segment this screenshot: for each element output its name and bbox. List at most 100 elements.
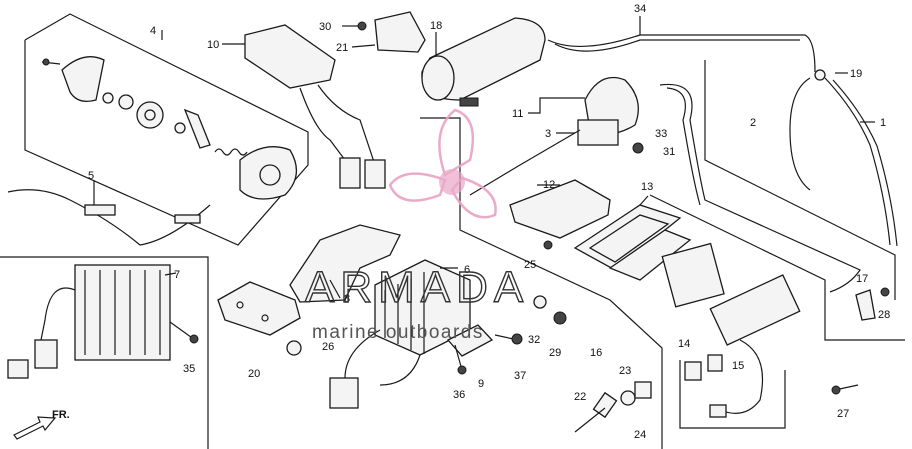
callout-9: 9: [478, 378, 484, 390]
switch-14: [684, 361, 702, 381]
cable-end: [174, 214, 201, 224]
cable-sleeve: [84, 204, 116, 216]
clamp-9: [446, 324, 494, 357]
hose-2b: [666, 87, 701, 206]
harness-6b: [379, 354, 421, 386]
hose-1: [824, 77, 891, 246]
fasteners: [169, 287, 890, 433]
callout-4: 4: [150, 25, 156, 37]
grommet-26: [286, 340, 302, 356]
gasket: [608, 229, 692, 281]
leader-lines: [93, 16, 875, 299]
direction-indicator: FR.: [13, 409, 70, 440]
panel-13-inner: [588, 214, 670, 263]
washer-4a: [102, 92, 114, 104]
connector-7: [34, 339, 58, 369]
part-bracket-8: [289, 224, 401, 303]
connector-16: [709, 404, 727, 418]
outline-group-16: [420, 117, 663, 449]
plug-10b: [364, 159, 386, 189]
harness-6: [344, 329, 381, 379]
cap-15: [707, 354, 723, 372]
connector-6: [329, 377, 359, 409]
callout-35: 35: [183, 363, 195, 375]
clip-17: [855, 289, 876, 321]
bracket-21: [374, 11, 426, 53]
callout-24: 24: [634, 429, 646, 441]
washer-4b: [118, 94, 134, 110]
part-canister-18: [421, 17, 546, 107]
harness-7: [39, 287, 76, 346]
washer-4c: [174, 122, 186, 134]
bolt-28: [880, 287, 890, 297]
motor-shaft: [259, 164, 281, 186]
callout-5: 5: [88, 170, 94, 182]
part-bracket-21: [357, 11, 426, 53]
nut-30: [357, 21, 367, 31]
callout-2: 2: [750, 117, 756, 129]
rod-3: [469, 129, 581, 196]
bracket-8: [289, 224, 401, 303]
callout-18: 18: [430, 20, 442, 32]
pin-22: [592, 391, 618, 419]
callout-36: 36: [453, 389, 465, 401]
callout-29: 29: [549, 347, 561, 359]
hose-1b: [832, 79, 898, 247]
group-outlines: [0, 13, 905, 449]
callout-17: 17: [856, 273, 868, 285]
callout-37: 37: [514, 370, 526, 382]
callout-20: 20: [248, 368, 260, 380]
callout-labels: 4 10 30 21 18 34 19 11 2 1 3 33 31 5 12 …: [88, 3, 890, 441]
bracket-20: [217, 281, 301, 336]
bolt-25: [543, 240, 553, 250]
hose-1a: [789, 77, 811, 191]
part-regulator-7: [7, 264, 171, 379]
direction-label: FR.: [52, 409, 70, 421]
callout-6: 6: [464, 264, 470, 276]
watermark-tagline: marine outboards: [312, 322, 484, 343]
hose-34: [547, 34, 816, 73]
part-panel-13: [573, 204, 692, 281]
outline-group-2: [704, 60, 896, 300]
callout-10: 10: [207, 39, 219, 51]
callout-11: 11: [512, 108, 523, 120]
pulley-hub: [144, 109, 156, 121]
part-unit-10: [244, 24, 386, 189]
fr-arrow-icon: [13, 416, 57, 440]
part-bracket-20: [217, 281, 301, 336]
outline-group-13: [649, 194, 905, 341]
outline-group-4: [24, 13, 309, 246]
propeller-logo-icon: [388, 108, 497, 219]
nut-33: [632, 142, 644, 154]
callout-23: 23: [619, 365, 631, 377]
solenoid-base: [709, 274, 801, 346]
callout-13: 13: [641, 181, 653, 193]
callout-12: 12: [543, 179, 555, 191]
callout-7: 7: [174, 269, 180, 281]
part-group-4: [41, 56, 297, 200]
nut-29: [553, 311, 567, 325]
outline-group-7: [0, 256, 209, 449]
wires-10: [299, 87, 346, 161]
callout-31: 31: [663, 146, 675, 158]
callout-22: 22: [574, 391, 586, 403]
canister-end: [421, 55, 455, 101]
watermark: ARMADA marine outboards: [304, 108, 529, 343]
callout-25: 25: [524, 259, 536, 271]
diaphragm-bracket: [577, 119, 619, 146]
lever-arm: [183, 108, 211, 149]
callout-19: 19: [850, 68, 862, 80]
callout-8: 8: [344, 293, 350, 305]
callout-27: 27: [837, 408, 849, 420]
callout-32: 32: [528, 334, 540, 346]
callout-34: 34: [634, 3, 646, 15]
watermark-brand: ARMADA: [305, 263, 529, 312]
cap-24: [634, 381, 652, 399]
callout-14: 14: [678, 338, 690, 350]
plug-10a: [339, 157, 361, 189]
callout-15: 15: [732, 360, 744, 372]
screw-head-4a: [42, 58, 50, 66]
part-cable-5: [7, 189, 211, 246]
callout-28: 28: [878, 309, 890, 321]
